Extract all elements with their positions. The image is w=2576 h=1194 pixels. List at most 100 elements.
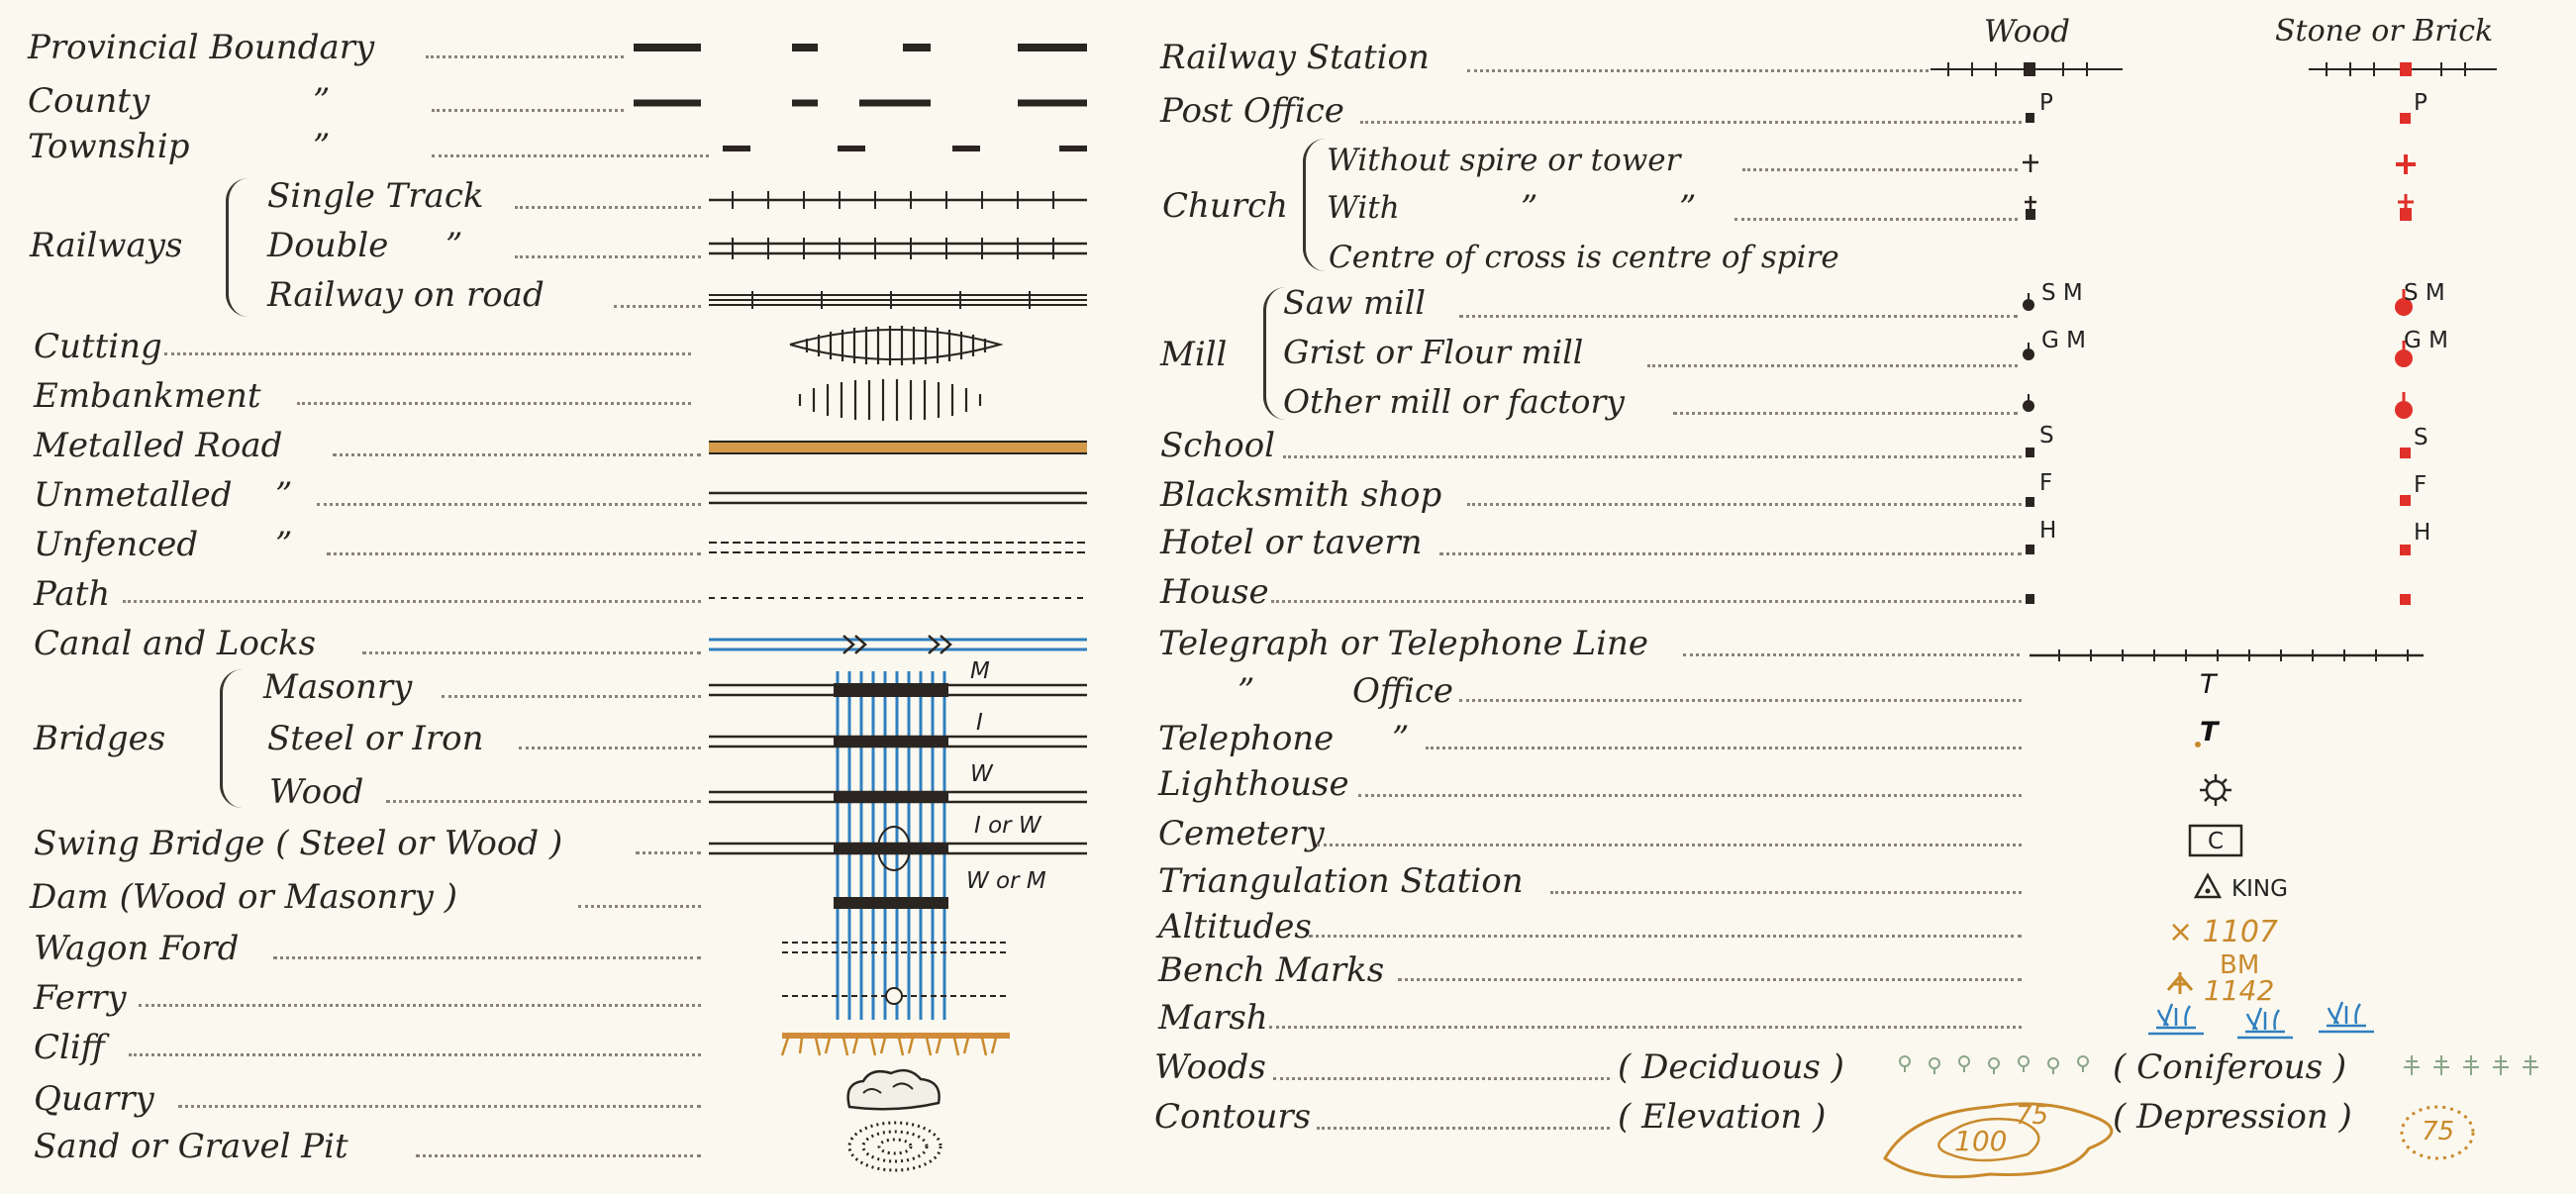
label-ferry: Ferry [34,978,127,1018]
leader-dots [432,109,624,112]
contour-100: 100 [1954,1125,2008,1157]
label-double-track: Double [267,226,389,265]
leader-dots [515,255,701,258]
label-post-office: Post Office [1160,91,1344,131]
code-masonry: M [970,658,990,684]
label-dam: Dam (Wood or Masonry ) [30,877,457,917]
ditto-mark: ” [1238,671,1255,711]
leader-dots [426,55,624,58]
leader-dots [1283,455,2022,458]
ditto-mark: ” [446,226,463,265]
label-with-spire: With [1327,190,1400,226]
code-post-office-stone: P [2414,90,2427,116]
code-i-or-w: I or W [974,813,1041,839]
label-saw-mill: Saw mill [1283,283,1426,322]
brace [1303,139,1326,271]
label-coniferous: ( Coniferous ) [2113,1047,2347,1087]
leader-dots [1269,1026,2022,1029]
label-railways: Railways [30,226,183,265]
leader-dots [164,352,691,355]
leader-dots [1439,552,2022,555]
code-saw-mill-wood: S M [2041,280,2083,306]
leader-dots [1647,364,2018,367]
leader-dots [636,851,701,854]
leader-dots [1358,794,2022,797]
label-railway-station: Railway Station [1160,38,1430,77]
ditto-mark: ” [1521,188,1538,228]
label-elevation: ( Elevation ) [1618,1097,1827,1137]
leader-dots [1398,978,2022,981]
leader-dots [1426,746,2022,749]
value-bench-mark: 1142 [2204,974,2275,1007]
leader-dots [273,956,701,959]
label-centre-of-cross: Centre of cross is centre of spire [1329,240,1839,275]
label-marsh: Marsh [1158,998,1268,1038]
leader-dots [1742,168,2018,171]
code-school-stone: S [2414,425,2428,450]
code-hotel-stone: H [2414,520,2431,546]
label-steel-or-iron: Steel or Iron [267,719,484,758]
label-triangulation: Triangulation Station [1158,861,1524,901]
label-deciduous: ( Deciduous ) [1618,1047,1844,1087]
label-cutting: Cutting [34,327,162,366]
code-post-office-wood: P [2039,90,2053,116]
leader-dots [1467,69,1929,72]
leader-dots [1467,503,2022,506]
leader-dots [178,1105,701,1108]
depression-75: 75 [2422,1117,2455,1146]
leader-dots [1459,699,2022,702]
ditto-mark: ” [313,81,331,121]
label-contours: Contours [1154,1097,1312,1137]
leader-dots [519,746,701,749]
ditto-mark: ” [1679,188,1697,228]
label-church: Church [1162,186,1289,226]
label-bm: BM [2220,950,2260,980]
leader-dots [317,503,701,506]
code-king: KING [2231,876,2288,902]
leader-dots [1550,891,2022,894]
symbol-telegraph-office: T [2200,669,2217,700]
leader-dots [333,453,701,456]
code-grist-mill-wood: G M [2041,328,2086,353]
label-cliff: Cliff [34,1028,105,1067]
leader-dots [515,206,701,209]
leader-dots [1317,1127,1610,1130]
label-path: Path [34,574,111,614]
label-masonry: Masonry [263,667,413,707]
code-wood: W [970,761,993,787]
label-unmetalled-road: Unmetalled [34,475,233,515]
leader-dots [432,154,709,157]
label-county: County [28,81,150,121]
leader-dots [139,1004,701,1007]
leader-dots [614,305,701,308]
label-canal-and-locks: Canal and Locks [34,624,317,663]
code-w-or-m: W or M [966,868,1046,894]
code-blacksmith-wood: F [2039,470,2053,496]
label-woods: Woods [1154,1047,1266,1087]
brace [220,669,243,808]
leader-dots [1360,121,2022,124]
contour-75: 75 [2016,1101,2049,1131]
label-without-spire: Without spire or tower [1327,143,1681,178]
leader-dots [297,402,691,405]
header-wood: Wood [1984,14,2070,50]
code-saw-mill-stone: S M [2404,280,2445,306]
label-blacksmith: Blacksmith shop [1160,475,1442,515]
label-metalled-road: Metalled Road [34,426,283,465]
label-single-track: Single Track [267,176,484,216]
code-school-wood: S [2039,423,2054,448]
label-telegraph-office: Office [1352,671,1453,711]
brace [1263,287,1286,420]
label-provincial-boundary: Provincial Boundary [28,28,375,67]
symbol-cemetery: C [2208,829,2225,854]
leader-dots [1673,412,2018,415]
brace [226,178,248,317]
leader-dots [1309,935,2022,938]
ditto-mark: ” [313,127,331,166]
code-iron: I [976,710,983,736]
label-quarry: Quarry [34,1079,154,1119]
ditto-mark: ” [1392,719,1410,758]
code-hotel-wood: H [2039,518,2057,544]
